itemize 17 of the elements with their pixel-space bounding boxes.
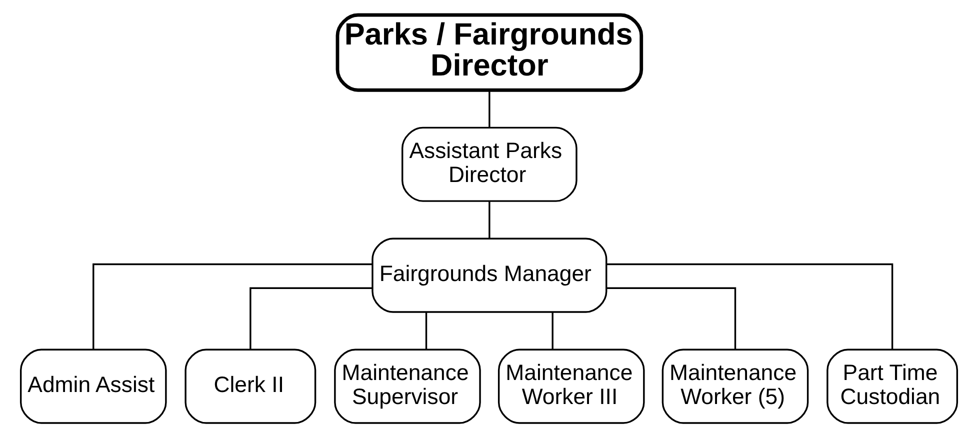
connector (552, 312, 554, 350)
node-box: Admin Assist (20, 348, 167, 424)
connector (488, 90, 490, 128)
connector (488, 201, 490, 238)
node-box: Maintenance Worker (5) (662, 348, 809, 424)
node-box: Maintenance Worker III (498, 348, 645, 424)
connector (606, 263, 894, 350)
node-box: Parks / Fairgrounds Director (336, 13, 644, 92)
connector (92, 263, 372, 350)
node-box: Part Time Custodian (826, 348, 958, 424)
node-box: Fairgrounds Manager (372, 238, 608, 313)
connector (606, 287, 736, 350)
node-box: Clerk II (184, 348, 316, 424)
connector (425, 312, 428, 350)
connector (250, 287, 372, 350)
node-box: Assistant Parks Director (402, 126, 578, 202)
node-box: Maintenance Supervisor (334, 348, 481, 424)
